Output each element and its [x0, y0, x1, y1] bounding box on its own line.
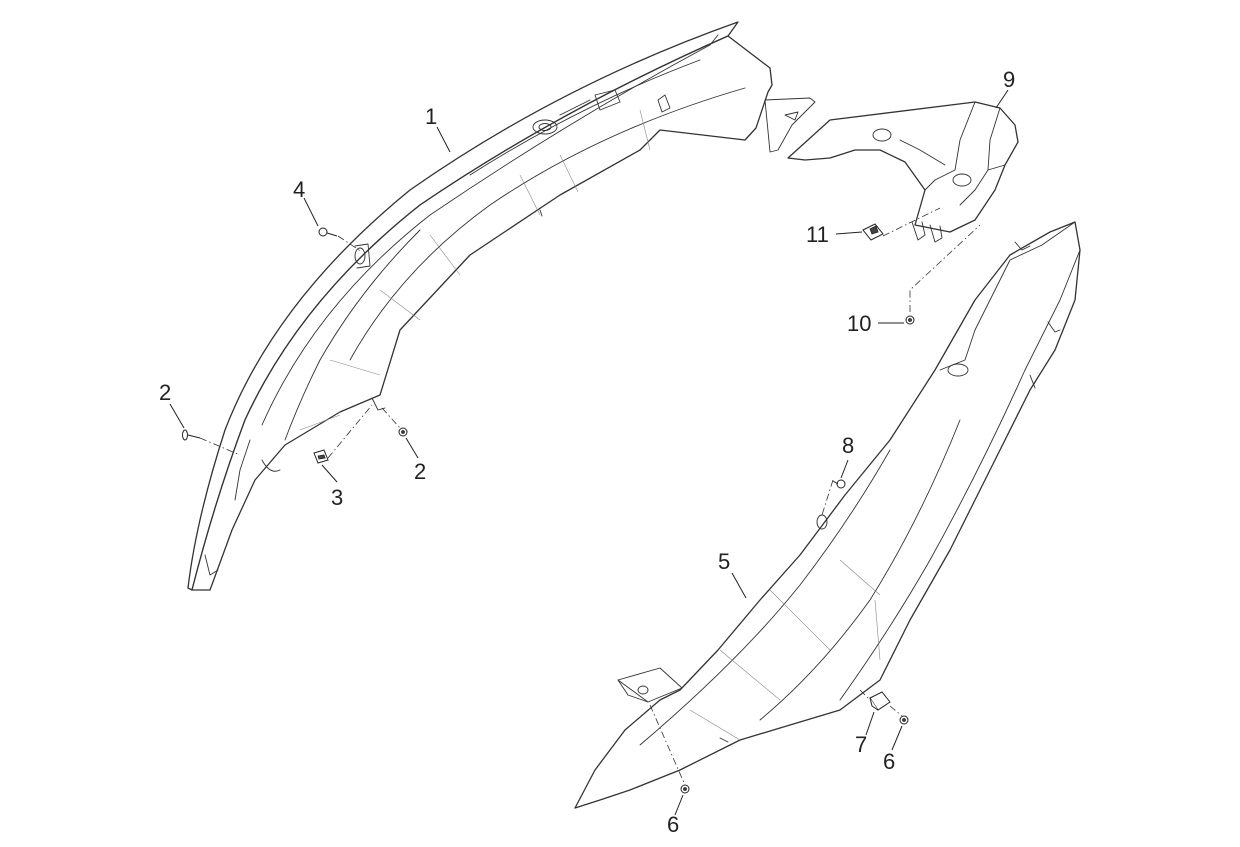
- callout-4: 4: [293, 177, 305, 202]
- callout-11: 11: [806, 222, 829, 247]
- callout-7: 7: [855, 732, 867, 757]
- part-5-lower-side-panel: [574, 221, 1081, 809]
- callout-labels: 1 4 2 2 3 9 11 10 8 5 7 6 6: [159, 67, 1015, 837]
- screw-2-left-icon: [182, 429, 201, 441]
- callout-8: 8: [842, 433, 854, 458]
- callout-9: 9: [1003, 67, 1015, 92]
- callout-2-left: 2: [159, 380, 171, 405]
- callout-6-right: 6: [883, 749, 895, 774]
- callout-2-right: 2: [414, 459, 426, 484]
- hardware: [182, 223, 915, 794]
- part-1-upper-side-panel: [187, 21, 816, 591]
- screw-10-icon: [905, 315, 915, 325]
- callout-10: 10: [847, 311, 871, 336]
- callout-6-bottom: 6: [667, 812, 679, 837]
- screw-6-right-icon: [899, 715, 909, 725]
- screw-2-right-icon: [398, 427, 408, 437]
- screw-8-icon: [832, 479, 846, 489]
- callout-5: 5: [718, 549, 730, 574]
- callout-3: 3: [331, 485, 343, 510]
- clip-7-icon: [869, 691, 891, 711]
- clip-3-icon: [313, 449, 329, 464]
- assembly-lines: [199, 207, 981, 786]
- callout-1: 1: [425, 104, 437, 129]
- clip-11-icon: [862, 223, 884, 241]
- screw-6-bottom-icon: [680, 784, 690, 794]
- part-9-rear-tail-cover: [787, 101, 1019, 243]
- screw-4-icon: [318, 227, 338, 237]
- leader-lines: [169, 89, 1009, 816]
